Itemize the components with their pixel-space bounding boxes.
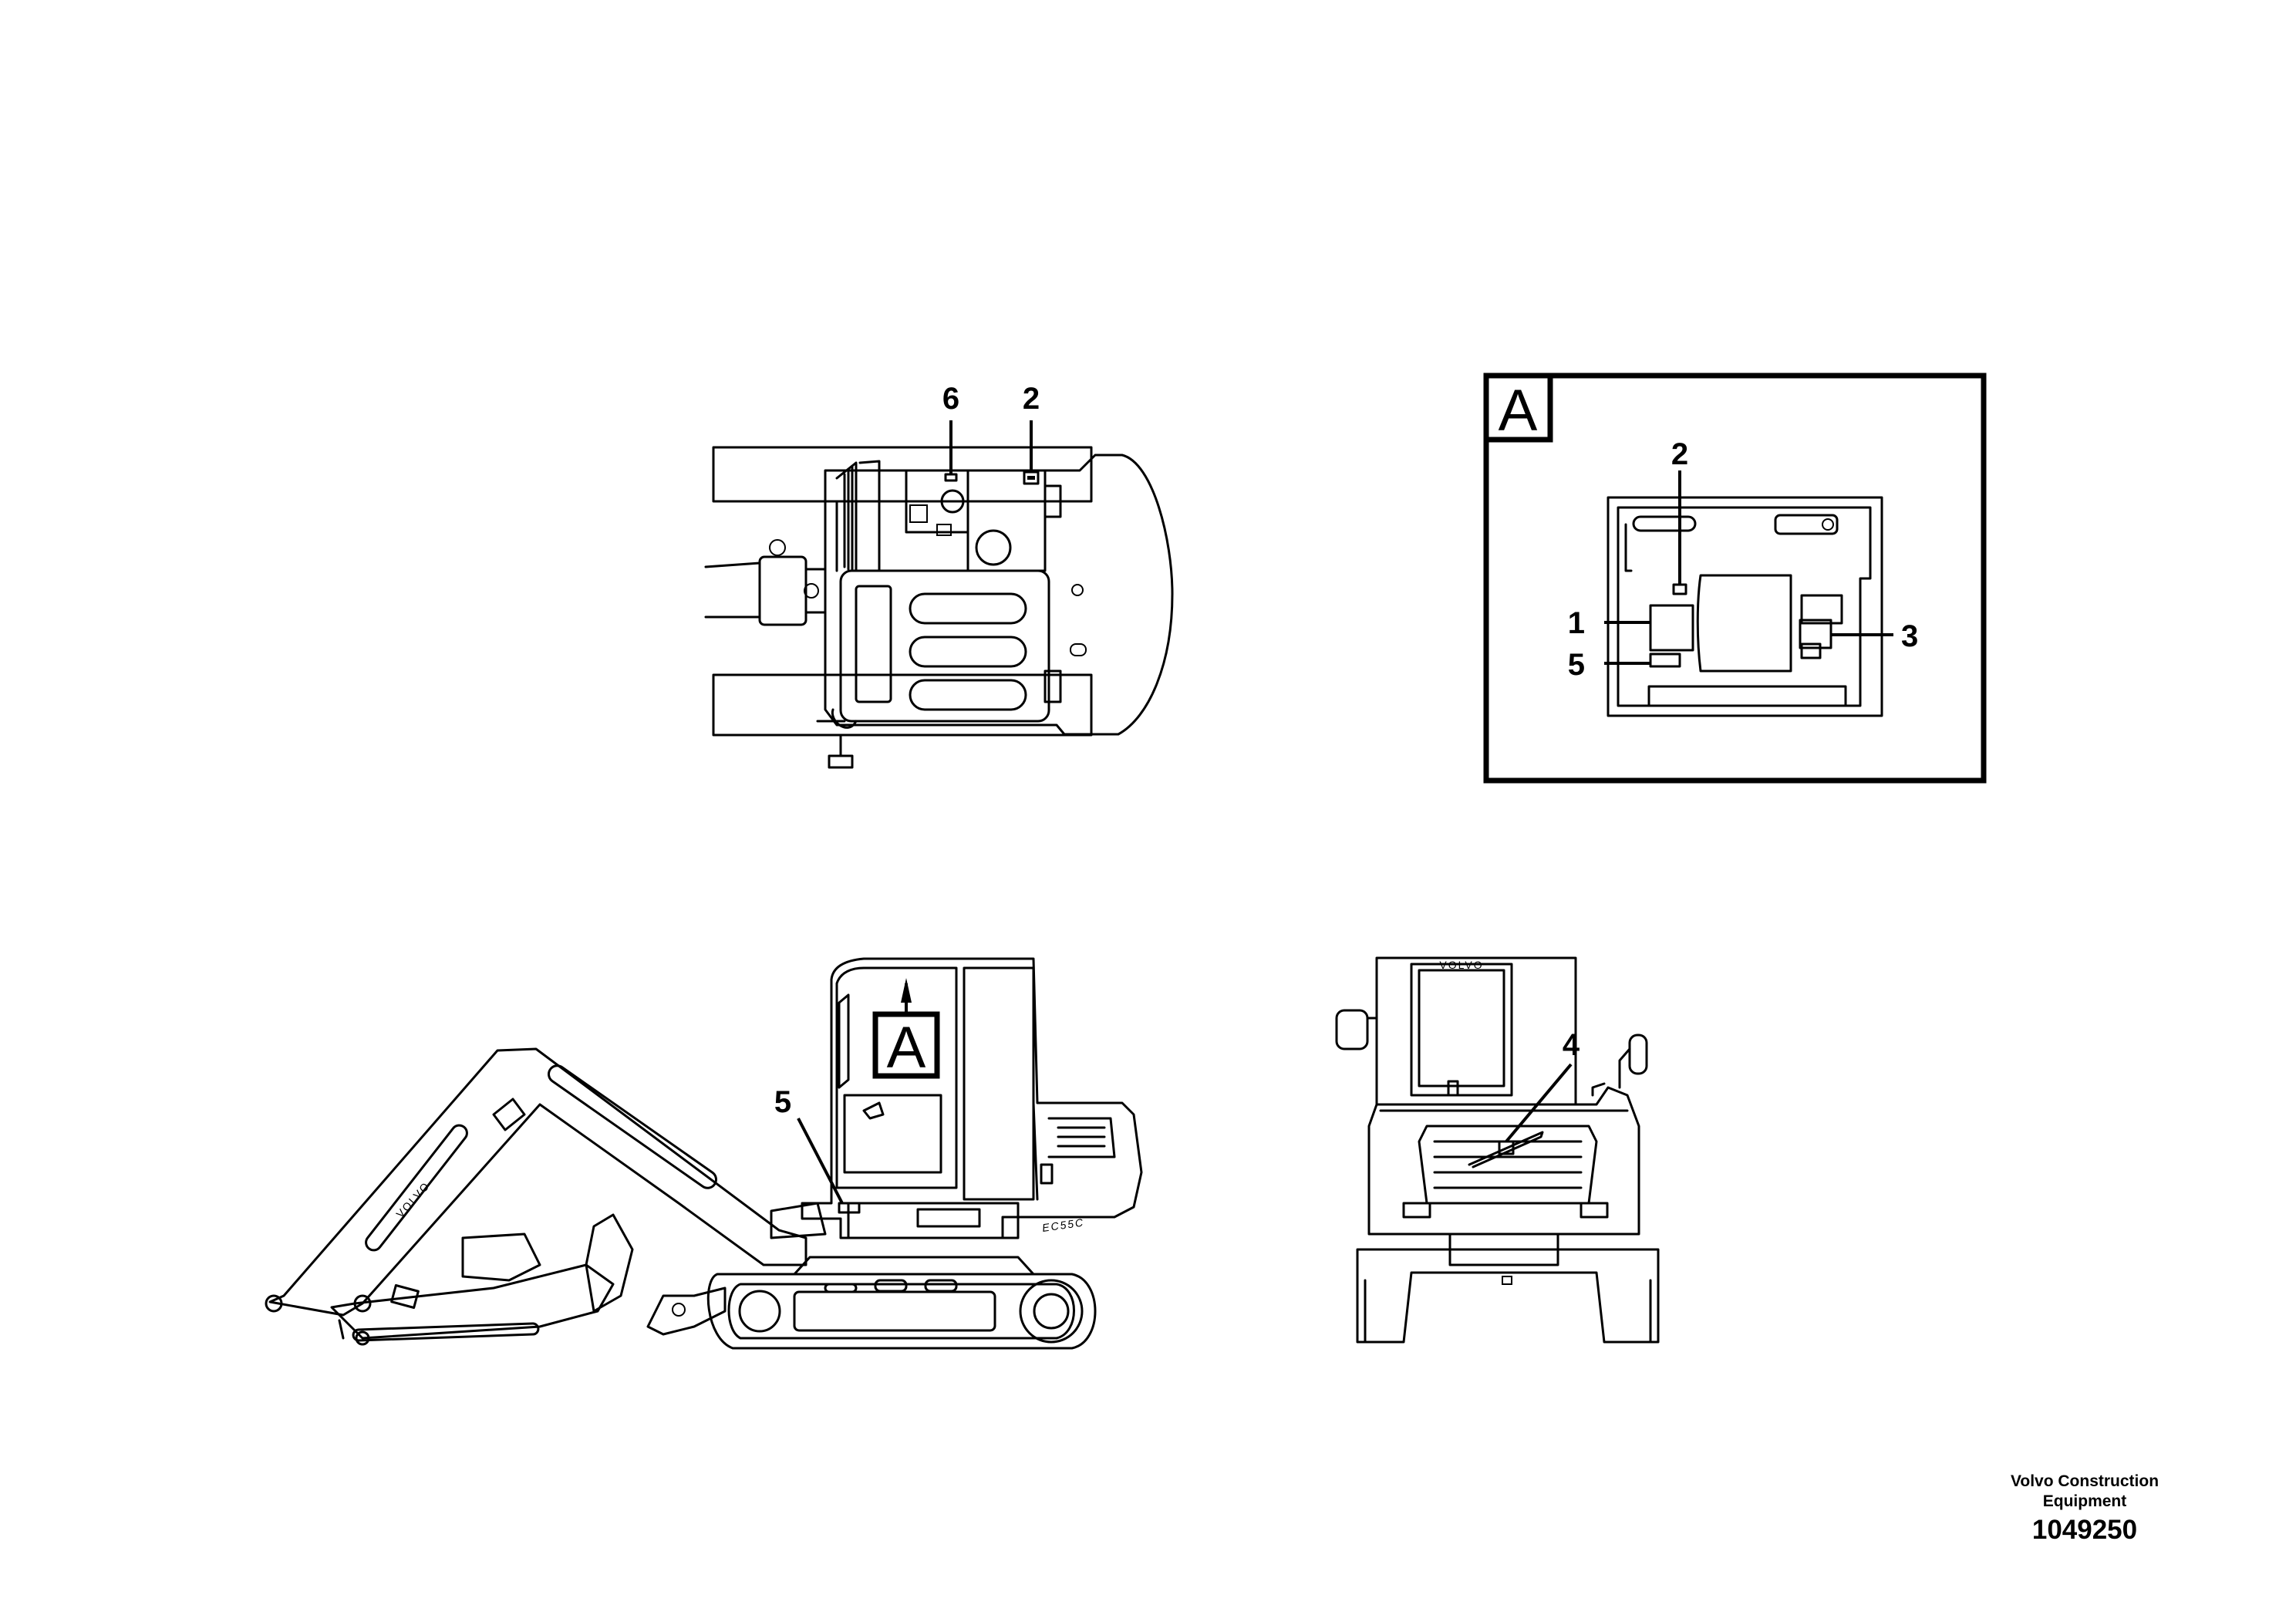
company-name-line1: Volvo Construction xyxy=(2011,1472,2159,1490)
track-upper xyxy=(712,446,1093,503)
rear-tracks xyxy=(1356,1248,1660,1344)
model-badge: EC55C xyxy=(1041,1216,1085,1234)
decal-6-top xyxy=(944,473,958,482)
rear-cab: VOLVO xyxy=(1375,956,1577,1106)
callout-1-detail: 1 xyxy=(1568,606,1585,640)
side-view: VOLVO xyxy=(265,957,1143,1350)
undercarriage xyxy=(706,1256,1097,1350)
boom-brand-mark: VOLVO xyxy=(393,1179,432,1220)
decal-5-detail xyxy=(1649,653,1681,668)
rear-counterweight xyxy=(1367,1082,1640,1251)
callout-5-side: 5 xyxy=(774,1085,791,1119)
cab-interior xyxy=(1607,496,1883,717)
callout-2-detail: 2 xyxy=(1671,437,1688,471)
footer-block: Volvo Construction Equipment 1049250 xyxy=(2011,1472,2159,1545)
detail-a-label: A xyxy=(1499,378,1538,443)
upper-structure xyxy=(816,454,1174,769)
top-view: 6 2 xyxy=(704,382,1174,769)
callout-4-rear: 4 xyxy=(1563,1028,1580,1062)
decal-2-detail xyxy=(1672,583,1687,595)
rear-window-brand-mark: VOLVO xyxy=(1439,959,1483,971)
detail-a-marker: A xyxy=(872,978,940,1081)
upper-body: EC55C xyxy=(770,957,1143,1239)
callout-3-detail: 3 xyxy=(1901,619,1918,653)
callout-6-top: 6 xyxy=(942,382,959,416)
detail-a-marker-label: A xyxy=(887,1015,926,1081)
boom-top xyxy=(704,539,827,626)
detail-a-panel: A 2 1 5 3 xyxy=(1483,373,1987,784)
rear-mirrors xyxy=(1335,1009,1648,1089)
decal-5-side xyxy=(838,1202,861,1214)
rear-view: VOLVO 4 xyxy=(1335,956,1660,1344)
drawing-number: 1049250 xyxy=(2032,1515,2137,1545)
decal-2-top xyxy=(1023,470,1040,485)
decal-4-rear xyxy=(1468,1131,1544,1168)
track-lower xyxy=(712,673,1093,737)
company-name-line2: Equipment xyxy=(2043,1492,2127,1510)
callout-5-detail: 5 xyxy=(1568,648,1585,682)
dozer-blade xyxy=(646,1286,727,1336)
callout-2-top: 2 xyxy=(1023,382,1040,416)
decal-1-detail xyxy=(1649,604,1694,652)
